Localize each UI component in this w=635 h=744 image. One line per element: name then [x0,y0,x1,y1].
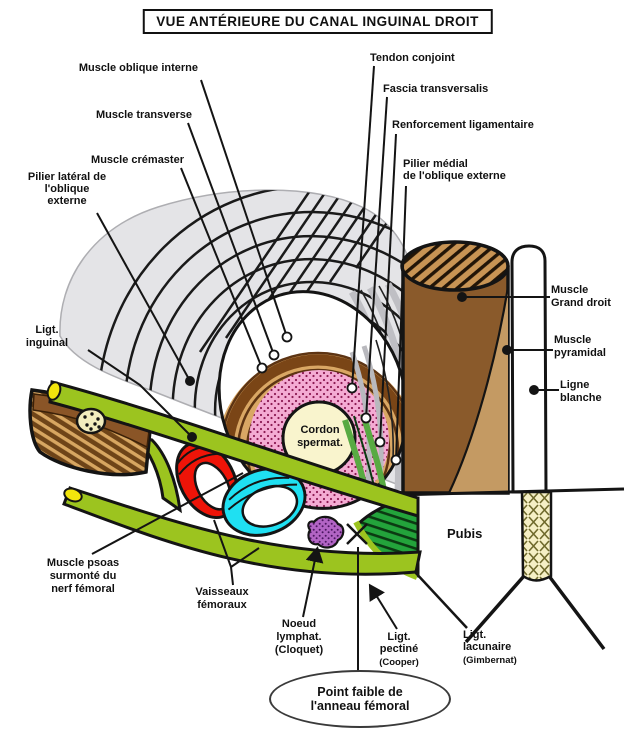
femoral-nerve [75,407,107,435]
label-ligt-pectine-cooper: (Cooper) [379,657,419,668]
label-vaisseaux-femoraux: Vaisseaux fémoraux [195,586,249,611]
linea-alba [510,244,548,494]
label-tendon-conjoint: Tendon conjoint [370,52,455,64]
label-ligt-lacunaire-gimbernat: (Gimbernat) [463,655,517,666]
cloquet-lymph-node [307,515,345,549]
label-pilier-medial: Pilier médial de l'oblique externe [403,158,506,182]
label-renforcement-ligamentaire: Renforcement ligamentaire [392,119,534,131]
label-fascia-transversalis: Fascia transversalis [383,83,489,95]
label-muscle-oblique-interne: Muscle oblique interne [78,62,198,74]
label-point-faible: Point faible de l'anneau fémoral [310,685,410,713]
pyramidalis-muscle [449,287,508,493]
label-ligt-inguinal: Ligt. inguinal [25,324,69,349]
label-ligne-blanche: Ligne blanche [560,379,602,404]
ligament-cut-end [63,487,83,503]
inguinal-ligament [28,380,422,576]
label-noeud-lymphatique: Noeud lymphat. (Cloquet) [274,618,324,656]
pubis-bone [395,487,625,651]
ligament-cut-end [46,381,62,401]
label-muscle-pyramidal: Muscle pyramidal [554,334,606,359]
label-muscle-grand-droit: Muscle Grand droit [551,284,611,309]
pubic-symphysis [520,490,553,582]
weak-point-callout: Point faible de l'anneau fémoral [269,670,451,728]
label-pilier-lateral: Pilier latéral de l'oblique externe [27,171,107,207]
femoral-vein [221,467,307,537]
femoral-ring-x-mark [346,523,368,545]
rectus-cut-surface [400,240,510,292]
label-muscle-cremaster: Muscle crémaster [91,154,184,166]
rectus-abdominis-muscle [400,240,510,495]
label-muscle-psoas: Muscle psoas surmonté du nerf fémoral [46,557,120,595]
leader-lines [87,65,559,671]
label-cordon-spermatique: Cordon spermat. [297,424,343,449]
label-muscle-transverse: Muscle transverse [96,109,192,121]
diagram-title: VUE ANTÉRIEURE DU CANAL INGUINAL DROIT [142,9,493,34]
label-pubis: Pubis [447,526,483,541]
label-ligt-pectine: Ligt. pectiné [379,631,419,655]
label-ligt-lacunaire: Ligt. lacunaire [463,629,512,653]
leader-endpoint-dots [185,292,539,466]
